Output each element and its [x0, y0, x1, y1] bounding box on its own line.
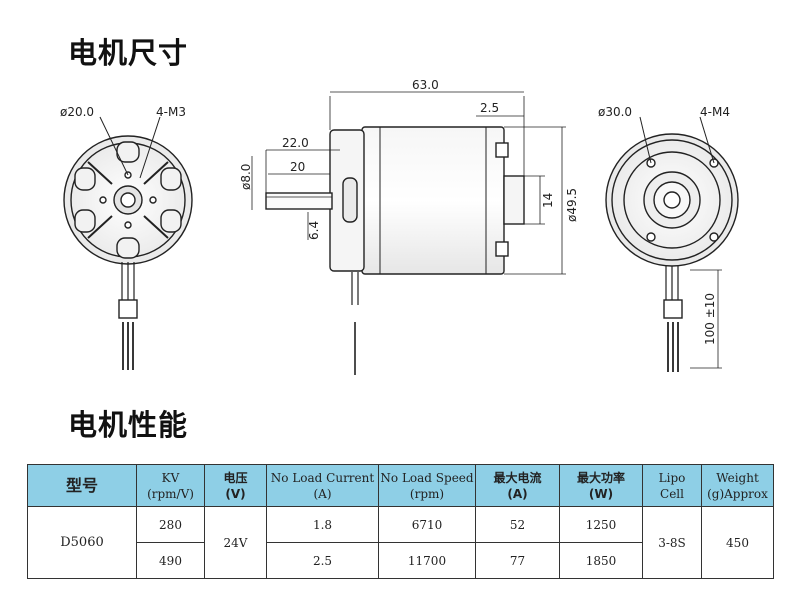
front-bolt-circle-label: ø20.0 — [60, 105, 94, 119]
performance-heading: 电机性能 — [68, 408, 189, 442]
dimensions-heading: 电机尺寸 — [68, 36, 189, 70]
shaft-diameter-label: ø8.0 — [239, 164, 253, 190]
shaft-length-label: 22.0 — [282, 136, 309, 150]
model-cell: D5060 — [27, 506, 137, 579]
rear-view — [605, 116, 739, 372]
no-load-speed-cell: 11700 — [378, 542, 476, 579]
shaft-offset-label: 6.4 — [307, 221, 321, 240]
table-row: 490 2.5 11700 77 1850 — [28, 542, 774, 579]
performance-table: 型号 KV(rpm/V) 电压(V) No Load Current(A) No… — [27, 464, 774, 579]
header-kv: KV(rpm/V) — [136, 464, 205, 507]
header-no-load-current: No Load Current(A) — [266, 464, 379, 507]
motor-dimension-drawing: ø20.0 4-M3 63.0 2.5 22.0 20 ø8.0 6.4 14 — [60, 78, 739, 375]
header-no-load-speed: No Load Speed(rpm) — [378, 464, 476, 507]
front-holes-label: 4-M3 — [156, 105, 186, 119]
front-view — [63, 116, 193, 370]
kv-cell: 490 — [136, 542, 205, 579]
max-current-cell: 77 — [475, 542, 560, 579]
shaft-flat-length-label: 20 — [290, 160, 305, 174]
header-voltage: 电压(V) — [204, 464, 267, 507]
rear-holes-label: 4-M4 — [700, 105, 730, 119]
body-diameter-label: ø49.5 — [565, 188, 579, 222]
kv-cell: 280 — [136, 506, 205, 543]
max-power-cell: 1850 — [559, 542, 643, 579]
max-current-cell: 52 — [475, 506, 560, 543]
side-view — [251, 91, 566, 375]
header-weight: Weight(g)Approx — [701, 464, 774, 507]
header-max-power: 最大功率(W) — [559, 464, 643, 507]
boss-diameter-label: 14 — [541, 193, 555, 208]
header-max-current: 最大电流(A) — [475, 464, 560, 507]
no-load-current-cell: 1.8 — [266, 506, 379, 543]
no-load-speed-cell: 6710 — [378, 506, 476, 543]
weight-cell: 450 — [701, 506, 774, 579]
lipo-cell-cell: 3-8S — [642, 506, 702, 579]
header-model: 型号 — [27, 464, 137, 507]
table-header-row: 型号 KV(rpm/V) 电压(V) No Load Current(A) No… — [27, 464, 774, 507]
overall-length-label: 63.0 — [412, 78, 439, 92]
voltage-cell: 24V — [204, 506, 267, 579]
no-load-current-cell: 2.5 — [266, 542, 379, 579]
rear-bolt-circle-label: ø30.0 — [598, 105, 632, 119]
table-row: D5060 280 24V 1.8 6710 52 1250 3-8S 450 — [27, 506, 774, 579]
flange-thickness-label: 2.5 — [480, 101, 499, 115]
max-power-cell: 1250 — [559, 506, 643, 543]
lead-length-label: 100 ±10 — [703, 293, 717, 345]
